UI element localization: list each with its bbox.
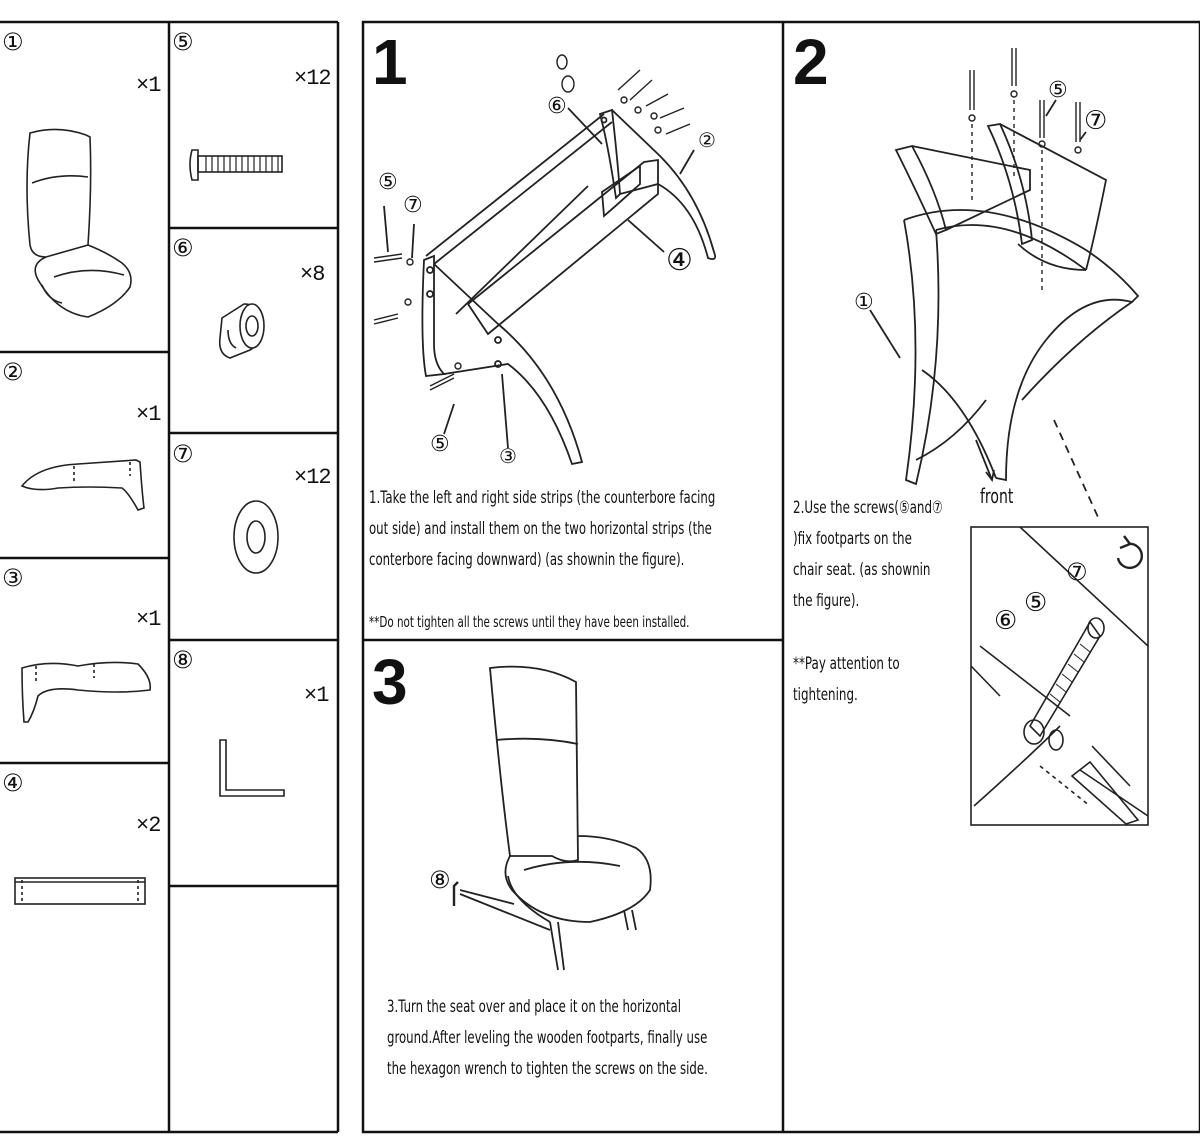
part-4-qty: ×2 [136, 813, 161, 838]
step-1-number: 1 [372, 26, 408, 98]
step-2-note: **Pay attention to tightening. [793, 654, 900, 705]
step-2-callout-7: ⑦ [1084, 106, 1108, 136]
step-1-note: **Do not tighten all the screws until th… [369, 613, 690, 631]
step-1-callout-4: ④ [666, 243, 693, 278]
step-1-callout-5-top: ⑤ [378, 170, 398, 195]
step-3-instructions: 3.Turn the seat over and place it on the… [387, 997, 708, 1079]
step-1-callout-5-bottom: ⑤ [430, 432, 450, 457]
detail-callout-6: ⑥ [994, 606, 1018, 636]
part-3-qty: ×1 [136, 607, 161, 632]
part-7-qty: ×12 [294, 465, 332, 490]
part-1-label: ① [2, 28, 24, 56]
step-3-callout-8: ⑧ [429, 866, 451, 894]
front-foot-strip-icon [20, 459, 145, 511]
step-2-seat-diagram [869, 48, 1140, 520]
step-1-callout-3: ③ [499, 444, 517, 468]
step-1-callout-2: ② [698, 128, 716, 152]
step-2-callout-5: ⑤ [1048, 78, 1068, 103]
part-2-label: ② [2, 358, 24, 386]
step-1-callout-7: ⑦ [403, 193, 423, 218]
part-7-label: ⑦ [172, 440, 194, 468]
barrel-nut-icon [218, 303, 265, 359]
step-3-chair-diagram [452, 665, 652, 971]
detail-callout-5: ⑤ [1024, 588, 1048, 618]
part-5-qty: ×12 [294, 66, 332, 91]
washer-icon [233, 500, 279, 574]
horizontal-strip-icon [14, 877, 146, 905]
step-2-instructions: 2.Use the screws(⑤and⑦ )fix footparts on… [793, 498, 943, 611]
step-1-callout-6: ⑥ [547, 94, 567, 119]
chair-icon [26, 128, 132, 318]
part-6-label: ⑥ [172, 234, 194, 262]
part-1-qty: ×1 [136, 73, 161, 98]
step-2-callout-1: ① [854, 290, 874, 315]
part-3-label: ③ [2, 564, 24, 592]
step-2-number: 2 [793, 26, 829, 98]
part-2-qty: ×1 [136, 402, 161, 427]
part-8-label: ⑧ [172, 646, 194, 674]
screw-icon [189, 149, 283, 181]
rear-foot-strip-icon [21, 661, 152, 723]
detail-callout-7: ⑦ [1066, 558, 1088, 586]
part-4-label: ④ [2, 769, 24, 797]
step-2-detail-box [970, 526, 1149, 826]
step-1-instructions: 1.Take the left and right side strips (t… [369, 488, 716, 570]
hex-wrench-icon [219, 739, 285, 797]
part-8-qty: ×1 [304, 683, 329, 708]
step-2-front-label: front [980, 484, 1014, 508]
step-1-frame-diagram [373, 54, 717, 466]
part-6-qty: ×8 [300, 262, 325, 287]
step-3-number: 3 [372, 646, 408, 718]
part-5-label: ⑤ [172, 28, 194, 56]
